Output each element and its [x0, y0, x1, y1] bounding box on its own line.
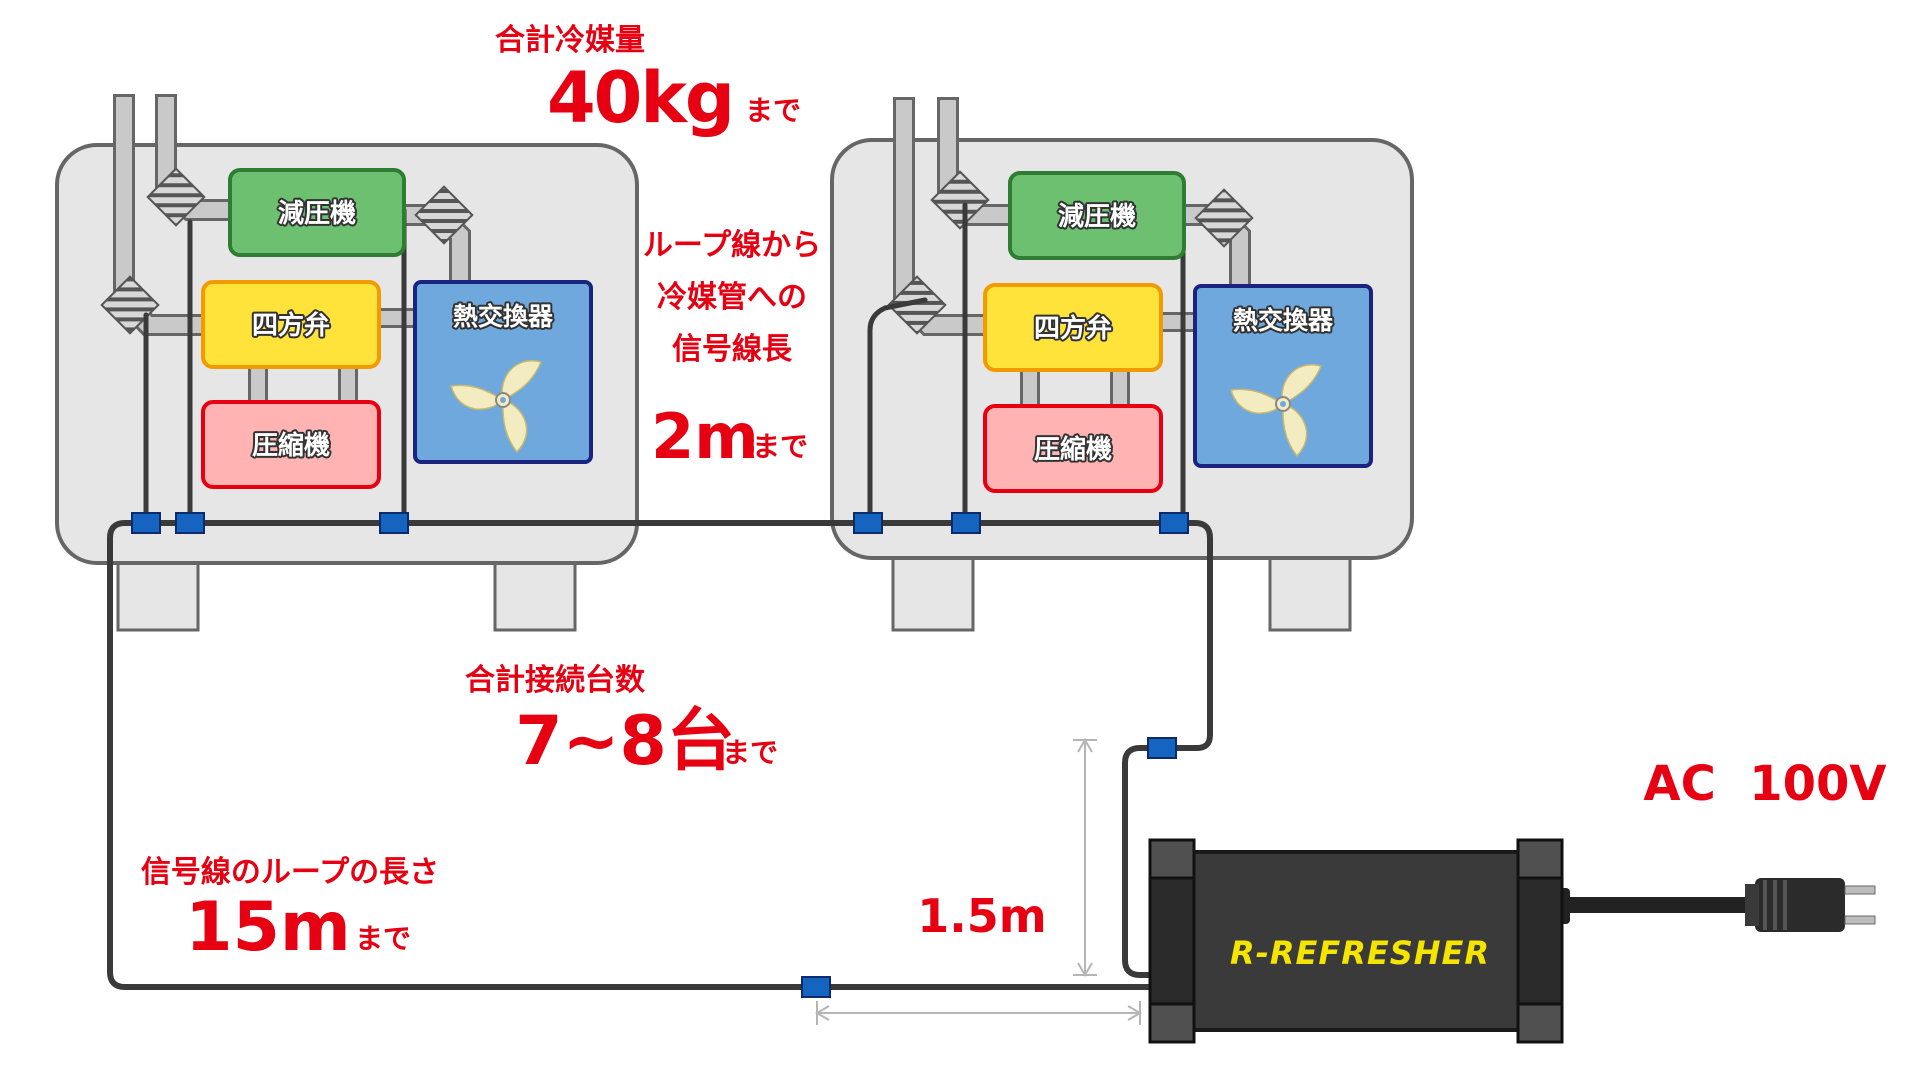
device-corner [1148, 1002, 1196, 1044]
signal-to-pipe-line1: ループ線から [643, 228, 821, 263]
four-way-valve-box [983, 283, 1163, 372]
compressor-label: 圧縮機 [252, 430, 330, 461]
loop-length-label: 信号線のループの長さ [141, 855, 439, 890]
device-rail [1516, 876, 1564, 1006]
four-way-valve-label: 四方弁 [1034, 313, 1112, 344]
coil-wrap [930, 170, 990, 230]
coil-wrap [414, 185, 474, 245]
device-corner [1148, 838, 1196, 880]
heat-exchanger-box [1193, 284, 1373, 468]
compressor-box [983, 404, 1163, 493]
refrigerant-label: 合計冷媒量 [495, 23, 645, 58]
signal-to-pipe-suffix: まで [752, 430, 808, 463]
unit-right: 減圧機 四方弁 圧縮機 熱交換器 [830, 97, 1414, 632]
connections-value: 7~8台 [515, 702, 735, 781]
connector [1159, 512, 1189, 534]
annotation-loop-length: 信号線のループの長さ 15m まで [138, 852, 442, 972]
device-corner [1516, 1002, 1564, 1044]
unit-right-signal-wires [867, 202, 1186, 525]
power-label: AC 100V [1643, 756, 1886, 812]
loop-length-suffix: まで [355, 922, 411, 955]
device-logo: R-REFRESHER [1230, 934, 1490, 972]
signal-to-pipe-line2: 冷媒管への [657, 280, 807, 315]
cable-length-label: 1.5m [917, 889, 1046, 943]
refrigerant-value: 40kg [547, 57, 733, 139]
loop-length-value: 15m [185, 888, 350, 967]
heat-exchanger-label: 熱交換器 [1233, 306, 1334, 335]
connector [801, 976, 831, 998]
power-plug-body [1755, 878, 1845, 932]
signal-to-pipe-value: 2m [651, 400, 759, 473]
unit-left-signal-wires [143, 207, 407, 525]
coil-wrap [1194, 188, 1254, 248]
connector [951, 512, 981, 534]
signal-connectors [131, 512, 1189, 998]
four-way-valve-box [201, 280, 381, 369]
compressor-box [201, 400, 381, 489]
signal-loop [107, 520, 1213, 990]
coil-wrap [146, 167, 206, 227]
device-corner [1516, 838, 1564, 880]
loop-wire [107, 520, 1213, 990]
annotation-refrigerant: 合計冷媒量 40kg まで [492, 20, 804, 144]
heat-exchanger-box [413, 280, 593, 464]
decompressor-label: 減圧機 [278, 199, 356, 229]
plug-prong [1844, 885, 1876, 895]
connector [175, 512, 205, 534]
compressor-label: 圧縮機 [1034, 434, 1112, 465]
decompressor-label: 減圧機 [1058, 202, 1136, 232]
decompressor-box [228, 168, 406, 257]
connector [379, 512, 409, 534]
dimension-horizontal [815, 1001, 1142, 1025]
power-plug-ridges [1763, 880, 1787, 930]
plug-prong [1844, 915, 1876, 925]
power-plug-collar [1745, 884, 1759, 926]
connector [131, 512, 161, 534]
coil-wrap [887, 275, 947, 335]
refrigerant-suffix: まで [745, 94, 801, 127]
connector [853, 512, 883, 534]
connector [1147, 737, 1177, 759]
unit-left: 減圧機 四方弁 圧縮機 熱交換器 [55, 94, 639, 632]
refresher-device: R-REFRESHER [1148, 838, 1876, 1044]
fan-icon [1230, 364, 1323, 458]
annotation-connections: 合計接続台数 7~8台 まで [462, 660, 781, 786]
connections-suffix: まで [722, 736, 778, 769]
dimension-vertical [1073, 738, 1097, 977]
four-way-valve-label: 四方弁 [252, 310, 330, 341]
device-rail [1148, 876, 1196, 1006]
decompressor-box [1008, 171, 1186, 260]
signal-to-pipe-line3: 信号線長 [672, 332, 793, 367]
annotation-signal-to-pipe: ループ線から 冷媒管への 信号線長 2m まで [640, 225, 824, 478]
heat-exchanger-label: 熱交換器 [453, 302, 554, 331]
fan-icon [450, 360, 543, 454]
connections-label: 合計接続台数 [465, 663, 646, 698]
